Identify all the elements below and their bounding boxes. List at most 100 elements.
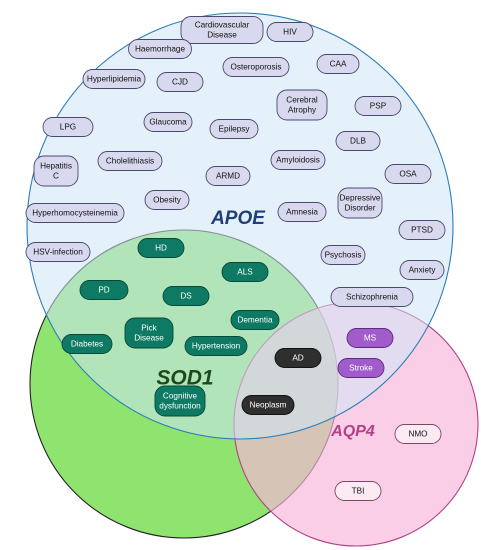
condition-cjd: CJD bbox=[156, 72, 204, 92]
condition-pill bbox=[266, 22, 314, 42]
condition-als: ALS bbox=[221, 262, 269, 282]
set-circles bbox=[26, 12, 479, 547]
condition-pill bbox=[330, 287, 414, 307]
condition-caa: CAA bbox=[316, 54, 360, 74]
condition-label: DS bbox=[180, 292, 192, 301]
condition-psp: PSP bbox=[354, 96, 402, 116]
condition-pill bbox=[276, 89, 328, 121]
condition-pd: PD bbox=[79, 280, 129, 300]
condition-haemorrhage: Haemorrhage bbox=[128, 39, 192, 59]
condition-dlb: DLB bbox=[335, 131, 381, 151]
condition-label: Cholelithiasis bbox=[106, 157, 154, 166]
condition-obesity: Obesity bbox=[144, 190, 190, 210]
condition-pill bbox=[180, 16, 264, 44]
condition-label: Schizophrenia bbox=[346, 293, 398, 302]
condition-label: PSP bbox=[370, 102, 387, 111]
condition-label: PD bbox=[98, 286, 109, 295]
condition-pill bbox=[221, 262, 269, 282]
condition-label: HSV-infection bbox=[33, 248, 83, 257]
condition-pill bbox=[143, 112, 193, 132]
condition-pill bbox=[398, 220, 446, 240]
condition-pill bbox=[394, 424, 442, 444]
condition-label: Osteroporosis bbox=[231, 63, 282, 72]
apoe-set-label: APOE bbox=[210, 208, 266, 229]
condition-label: Hypertension bbox=[192, 342, 241, 351]
condition-pill bbox=[270, 150, 326, 170]
condition-schizophrenia: Schizophrenia bbox=[330, 287, 414, 307]
condition-label: AD bbox=[292, 354, 303, 363]
condition-ptsd: PTSD bbox=[398, 220, 446, 240]
condition-ds: DS bbox=[162, 286, 210, 306]
condition-pill bbox=[42, 117, 94, 137]
condition-pill bbox=[33, 155, 79, 187]
condition-label: Amyloidosis bbox=[276, 156, 320, 165]
condition-glaucoma: Glaucoma bbox=[143, 112, 193, 132]
condition-pill bbox=[137, 238, 185, 258]
condition-label: ARMD bbox=[216, 172, 240, 181]
condition-label: Hyperlipidemia bbox=[87, 75, 142, 84]
condition-pill bbox=[337, 358, 385, 378]
condition-label: Glaucoma bbox=[149, 118, 187, 127]
condition-pill bbox=[384, 164, 432, 184]
condition-hsv-infection: HSV-infection bbox=[25, 242, 91, 262]
condition-label: Hyperhomocysteinemia bbox=[32, 209, 118, 218]
condition-diabetes: Diabetes bbox=[61, 334, 113, 354]
condition-label: ALS bbox=[237, 268, 253, 277]
condition-label: Pick bbox=[141, 324, 157, 333]
condition-label: CJD bbox=[172, 78, 188, 87]
condition-label: Disease bbox=[134, 334, 164, 343]
condition-label: Disorder bbox=[345, 204, 376, 213]
condition-pill bbox=[79, 280, 129, 300]
condition-label: PTSD bbox=[411, 226, 433, 235]
condition-pill bbox=[144, 190, 190, 210]
condition-pill bbox=[205, 166, 251, 186]
condition-anxiety: Anxiety bbox=[399, 260, 445, 280]
condition-pill bbox=[128, 39, 192, 59]
condition-label: Disease bbox=[207, 31, 237, 40]
condition-label: C bbox=[53, 172, 59, 181]
aqp4-set-label: AQP4 bbox=[330, 423, 375, 440]
condition-pill bbox=[335, 131, 381, 151]
condition-cholelithiasis: Cholelithiasis bbox=[97, 151, 163, 171]
condition-pill bbox=[97, 151, 163, 171]
condition-pill bbox=[124, 317, 174, 349]
condition-pill bbox=[274, 348, 322, 368]
condition-amnesia: Amnesia bbox=[277, 202, 327, 222]
condition-label: Atrophy bbox=[288, 106, 317, 115]
condition-pill bbox=[61, 334, 113, 354]
condition-label: Depressive bbox=[340, 194, 381, 203]
condition-amyloidosis: Amyloidosis bbox=[270, 150, 326, 170]
condition-pill bbox=[354, 96, 402, 116]
condition-label: Cardiovascular bbox=[195, 21, 250, 30]
condition-ad: AD bbox=[274, 348, 322, 368]
condition-stroke: Stroke bbox=[337, 358, 385, 378]
condition-pill bbox=[316, 54, 360, 74]
condition-hd: HD bbox=[137, 238, 185, 258]
condition-label: dysfunction bbox=[159, 402, 201, 411]
condition-tbi: TBI bbox=[334, 481, 382, 501]
condition-label: Cerebral bbox=[286, 96, 318, 105]
condition-label: Anxiety bbox=[409, 266, 437, 275]
condition-label: Haemorrhage bbox=[135, 45, 186, 54]
condition-pill bbox=[154, 385, 206, 417]
condition-pill bbox=[209, 119, 259, 139]
condition-label: LPG bbox=[60, 123, 76, 132]
condition-pill bbox=[25, 203, 125, 223]
condition-pill bbox=[241, 395, 295, 415]
condition-label: TBI bbox=[352, 487, 365, 496]
condition-label: Cognitive bbox=[163, 392, 198, 401]
condition-label: NMO bbox=[408, 430, 427, 439]
condition-label: HD bbox=[155, 244, 167, 253]
condition-osa: OSA bbox=[384, 164, 432, 184]
condition-osteroporosis: Osteroporosis bbox=[222, 57, 290, 77]
condition-label: DLB bbox=[350, 137, 366, 146]
condition-epilepsy: Epilepsy bbox=[209, 119, 259, 139]
condition-armd: ARMD bbox=[205, 166, 251, 186]
condition-dementia: Dementia bbox=[230, 310, 280, 330]
condition-label: Stroke bbox=[349, 364, 373, 373]
